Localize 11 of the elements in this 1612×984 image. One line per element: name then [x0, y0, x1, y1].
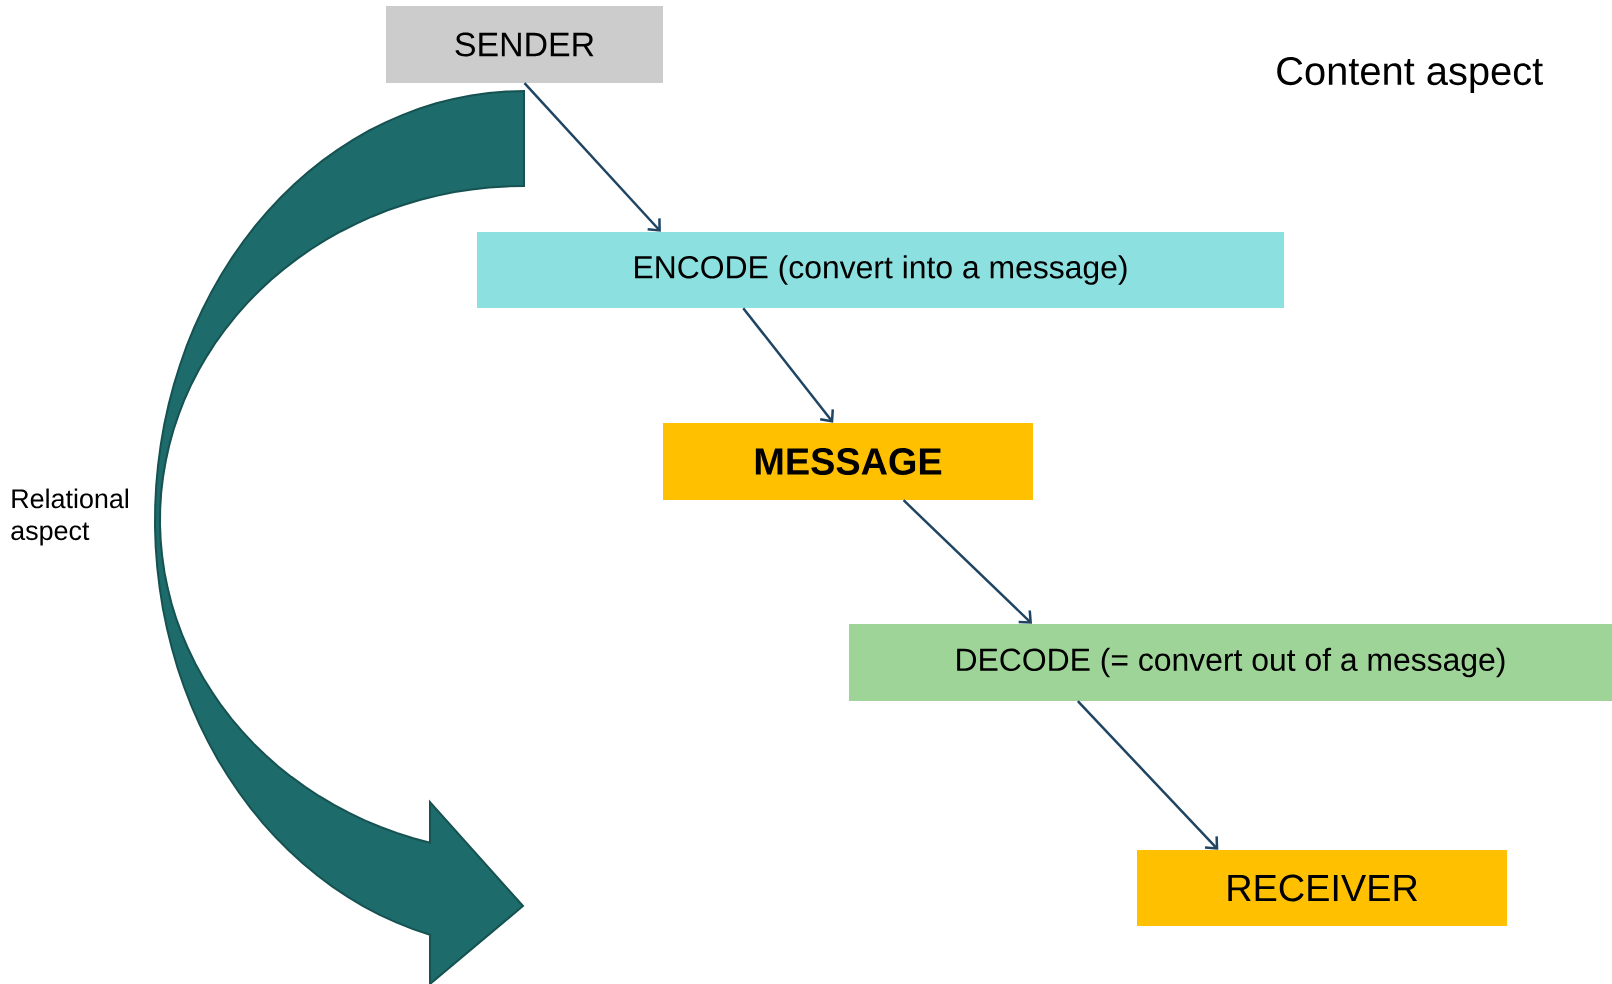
receiver-box: RECEIVER: [1137, 850, 1507, 926]
relational-aspect-label: Relational aspect: [11, 488, 128, 546]
decode-box: DECODE (= convert out of a message): [849, 624, 1612, 701]
sender-box: SENDER: [386, 6, 663, 83]
encode-box: ENCODE (convert into a message): [477, 232, 1284, 308]
content-aspect-label: Content aspect: [1277, 56, 1543, 94]
arrow: [902, 499, 1033, 624]
message-box: MESSAGE: [663, 423, 1033, 500]
arrow: [1076, 700, 1219, 850]
arrow: [742, 307, 834, 423]
arrow: [523, 82, 661, 232]
